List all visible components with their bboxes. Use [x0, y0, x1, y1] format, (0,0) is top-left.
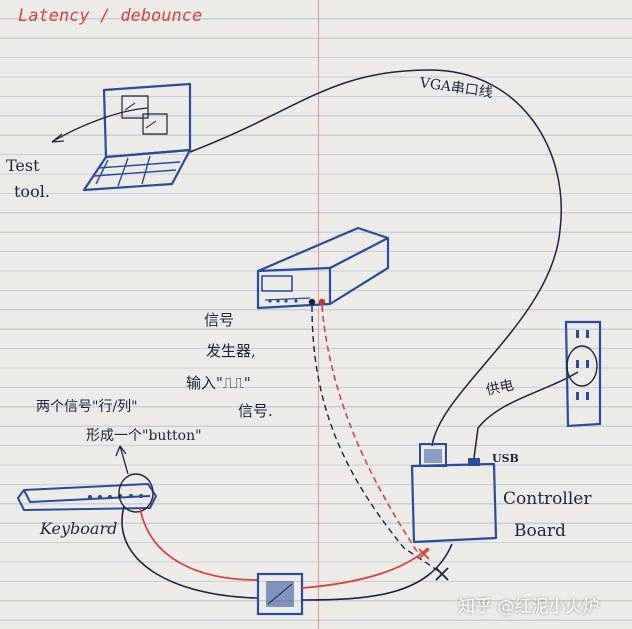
margin-line [318, 0, 320, 629]
usb-power-cable [473, 371, 579, 459]
generator-black-lead [311, 305, 441, 573]
vga-cable [189, 69, 562, 447]
keyboard-keys [87, 493, 144, 500]
controller-label-line1: Controller [503, 489, 592, 509]
two-signals-label-line1: 两个信号"行/列" [36, 399, 138, 415]
connector-box-icon [256, 572, 304, 616]
board-red-cable [301, 547, 429, 589]
cable-splice-marks [418, 548, 449, 581]
controller-board-icon [410, 443, 498, 544]
generator-label-line2: 发生器, [206, 342, 256, 360]
keyboard-label: Keyboard [40, 519, 118, 538]
board-black-cable [301, 543, 453, 601]
wall-outlet-icon [564, 320, 602, 428]
laptop-icon [82, 82, 192, 192]
two-signals-label-line2: 形成一个"button" [86, 428, 202, 444]
generator-label-line4: 信号. [238, 402, 273, 420]
test-tool-label-line2: tool. [14, 182, 50, 201]
generator-knobs [268, 298, 326, 306]
keyboard-red-cable [139, 507, 259, 581]
button-pointer-arrow [115, 445, 129, 475]
keyboard-black-cable [121, 505, 259, 599]
usb-label: USB [492, 452, 519, 465]
keyboard-icon [17, 483, 157, 511]
page-title: Latency / debounce [18, 6, 203, 26]
test-tool-label-line1: Test [6, 156, 40, 175]
key-circle [118, 473, 154, 513]
generator-red-lead [321, 305, 421, 557]
test-tool-arrow [51, 107, 149, 143]
signal-generator-icon [256, 226, 390, 310]
generator-label-line3: 输入"⎍⎍" [186, 374, 251, 392]
generator-label-line1: 信号 [204, 311, 235, 329]
controller-label-line2: Board [514, 521, 566, 541]
watermark: 知乎 @红泥小火炉 [458, 597, 600, 617]
